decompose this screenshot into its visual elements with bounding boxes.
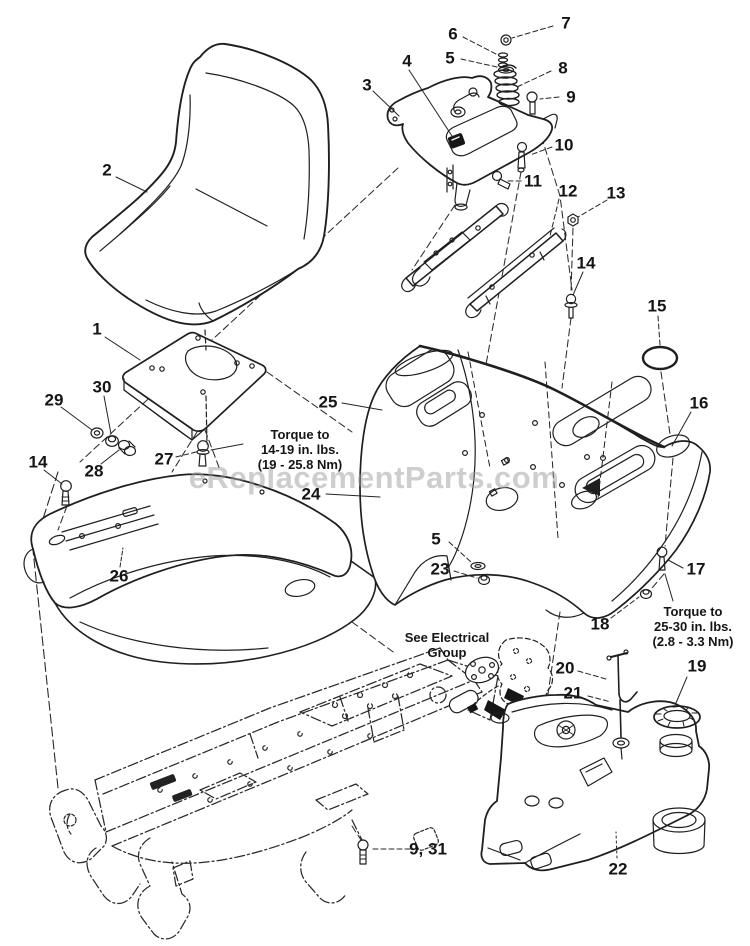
electrical-group-note: See Electrical Group [405, 630, 490, 660]
callout-19: 19 [687, 656, 707, 676]
assembly-alignment-lines-over [57, 227, 674, 841]
bolt-14-upper [564, 293, 578, 319]
callout-11: 11 [524, 171, 542, 191]
callout-22: 22 [608, 859, 628, 879]
rail-left [401, 202, 509, 293]
callout-9-31: 9, 31 [409, 839, 447, 859]
callout-5: 5 [445, 48, 455, 68]
callout-18: 18 [590, 614, 610, 634]
callout-16: 16 [689, 393, 709, 413]
rail-right [465, 227, 567, 319]
bolt-17 [656, 546, 668, 571]
callout-30: 30 [92, 377, 112, 397]
callout-8: 8 [558, 58, 568, 78]
frame-phantom [49, 647, 499, 940]
washer-5-lower [470, 561, 486, 571]
torque-note-lower-line2: 25-30 in. lbs. [653, 619, 733, 634]
torque-note-upper: Torque to 14-19 in. lbs. (19 - 25.8 Nm) [258, 427, 343, 472]
callout-24: 24 [301, 484, 321, 504]
seat-spring-hardware [493, 34, 538, 115]
seat-deck [23, 473, 377, 665]
filler-neck [659, 733, 693, 758]
callout-13: 13 [606, 183, 626, 203]
torque-note-upper-line1: Torque to [270, 427, 330, 442]
rear-fender [359, 344, 711, 619]
spacer-28 [117, 439, 137, 457]
torque-note-lower-line3: (2.8 - 3.3 Nm) [652, 634, 734, 649]
callout-21: 21 [563, 683, 583, 703]
callout-27: 27 [154, 449, 174, 469]
electrical-group-note-line1: See Electrical [404, 630, 490, 645]
seat [84, 42, 330, 326]
callout-15: 15 [647, 296, 667, 316]
nut-29 [90, 427, 104, 439]
o-ring-15 [641, 345, 679, 371]
fuel-cap-19 [653, 705, 701, 729]
nut-23 [477, 574, 491, 586]
fuel-tank-body [480, 693, 711, 872]
seat-pan-assembly [386, 75, 558, 211]
torque-note-lower: Torque to 25-30 in. lbs. (2.8 - 3.3 Nm) [653, 604, 734, 649]
spring-8 [493, 64, 520, 107]
nut-18 [639, 588, 653, 600]
bolt-27 [196, 440, 210, 467]
callout-23: 23 [430, 559, 450, 579]
seat-rails [401, 202, 579, 319]
callout-4: 4 [402, 51, 412, 71]
bolt-9 [526, 91, 538, 115]
callout-29: 29 [44, 390, 64, 410]
callout-2: 2 [102, 160, 112, 180]
torque-note-lower-line1: Torque to [663, 604, 723, 619]
callout-20: 20 [555, 658, 575, 678]
nut-30 [105, 435, 119, 447]
callout-25: 25 [318, 392, 338, 412]
fuel-bowl [652, 807, 706, 855]
torque-note-upper-line3: (19 - 25.8 Nm) [257, 457, 343, 472]
callout-14: 14 [28, 452, 48, 472]
callout-7: 7 [561, 13, 571, 33]
callout-5: 5 [431, 529, 441, 549]
fuel-tank-assembly [480, 649, 711, 872]
leader-lines [43, 25, 692, 859]
callout-6: 6 [448, 24, 458, 44]
callout-12: 12 [558, 181, 578, 201]
callout-17: 17 [686, 559, 706, 579]
callout-14: 14 [576, 253, 596, 273]
bolt-11 [491, 170, 511, 190]
electrical-group-note-line2: Group [427, 645, 467, 660]
bolt-9-31 [357, 839, 369, 865]
nut-7 [500, 34, 512, 46]
callout-9: 9 [566, 87, 576, 107]
callout-3: 3 [362, 75, 372, 95]
seat-switch [447, 133, 466, 149]
bolt-10 [516, 141, 528, 173]
callout-28: 28 [84, 461, 104, 481]
fender-hardware [470, 546, 668, 600]
callout-1: 1 [92, 319, 102, 339]
nut-13 [567, 213, 579, 227]
callout-26: 26 [109, 566, 129, 586]
seat-plate [122, 329, 267, 445]
fuel-rod-20-21 [606, 649, 638, 760]
torque-note-upper-line2: 14-19 in. lbs. [260, 442, 340, 457]
callout-10: 10 [554, 135, 574, 155]
